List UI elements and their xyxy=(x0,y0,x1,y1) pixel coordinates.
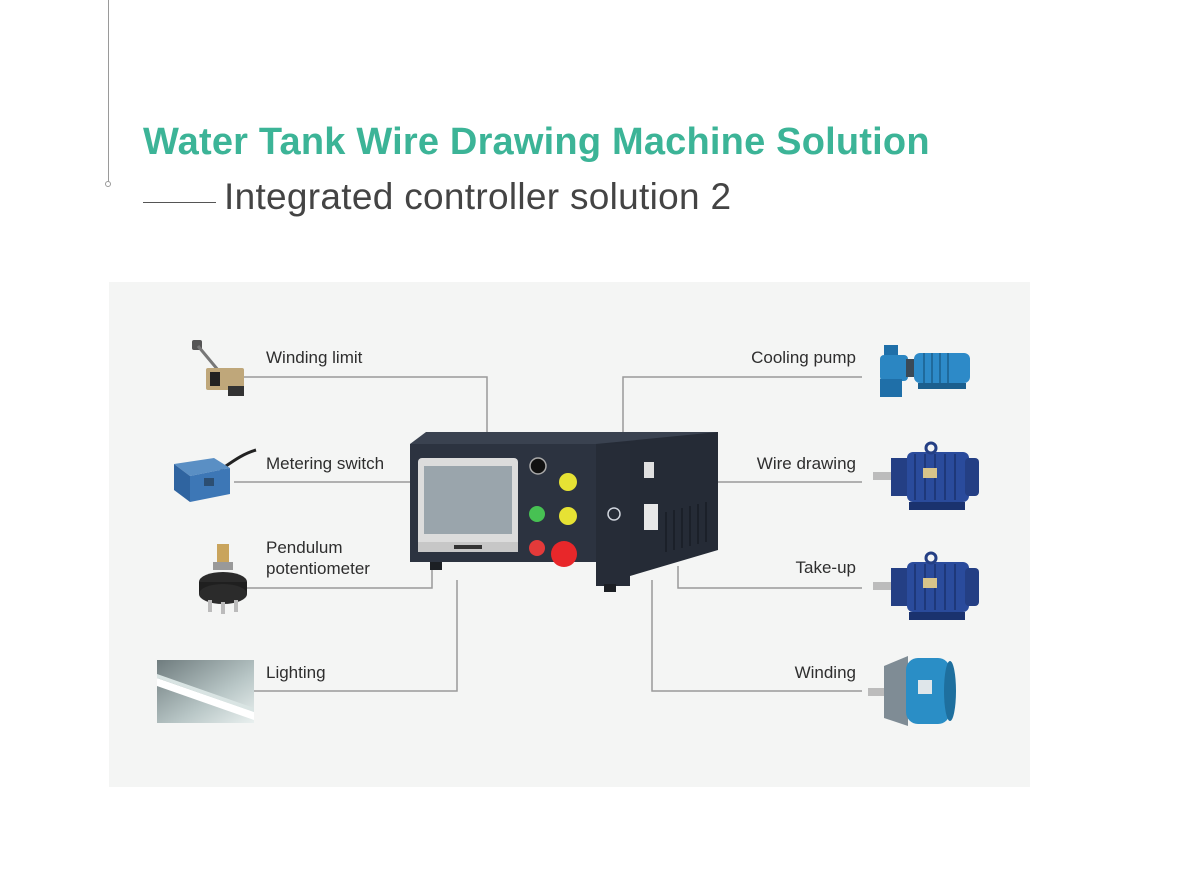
subtitle: Integrated controller solution 2 xyxy=(143,176,731,218)
wire-take-up xyxy=(677,566,862,589)
integrated-controller xyxy=(410,432,718,592)
wire-pendulum-potentiometer xyxy=(234,566,433,589)
label-metering-switch: Metering switch xyxy=(266,454,385,473)
wire-winding-limit xyxy=(234,376,488,432)
wire-cooling-pump xyxy=(622,376,862,432)
motor-icon xyxy=(873,441,979,510)
limit-switch-icon xyxy=(192,340,244,396)
label-lighting: Lighting xyxy=(266,663,326,682)
led-tube-light-icon xyxy=(157,660,254,723)
potentiometer-icon xyxy=(199,544,247,614)
label-winding-limit: Winding limit xyxy=(266,348,363,367)
pump-icon xyxy=(880,345,970,397)
label-wire-drawing: Wire drawing xyxy=(756,454,856,473)
wire-winding xyxy=(651,580,862,692)
label-cooling-pump: Cooling pump xyxy=(751,348,856,367)
decor-line-dot xyxy=(105,181,111,187)
label-pendulum-potentiometer: Pendulum potentiometer xyxy=(266,538,370,578)
wire-lighting xyxy=(254,580,458,692)
subtitle-text: Integrated controller solution 2 xyxy=(224,176,732,217)
label-take-up: Take-up xyxy=(795,558,856,577)
servo-motor-icon xyxy=(868,656,956,726)
subtitle-dash xyxy=(143,202,216,204)
proximity-sensor-icon xyxy=(174,448,257,502)
decor-vertical-line xyxy=(108,0,109,182)
label-winding: Winding xyxy=(794,663,856,682)
page-title: Water Tank Wire Drawing Machine Solution xyxy=(143,121,930,163)
motor-icon-take-up xyxy=(873,551,979,620)
